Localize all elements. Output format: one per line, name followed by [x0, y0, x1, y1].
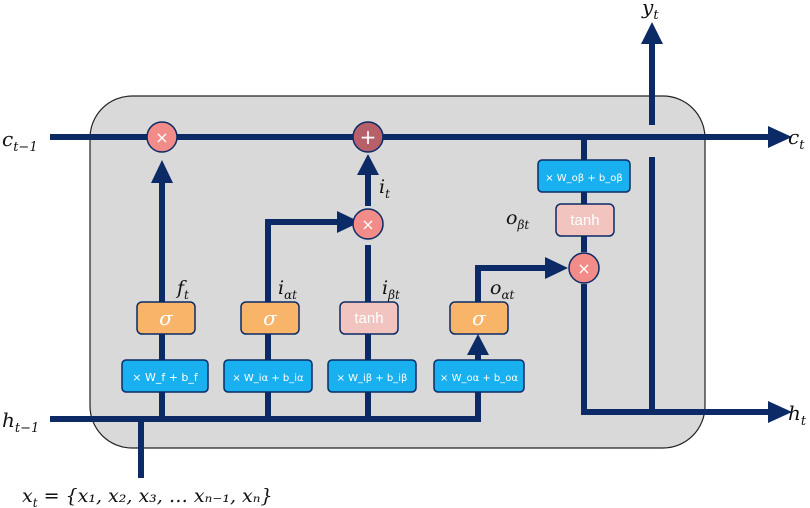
- sigma-input-symbol: σ: [263, 306, 278, 330]
- weight-input-beta-label: × W_iβ + b_iβ: [337, 373, 408, 384]
- c-out-arrowhead: [768, 126, 792, 148]
- weight-forget: × W_f + b_f: [121, 359, 209, 393]
- h-prev-label: ht−1: [2, 408, 39, 436]
- weight-input-alpha: × W_iα + b_iα: [223, 359, 313, 393]
- f-t-label: ft: [175, 277, 189, 302]
- multiply-icon: ×: [155, 128, 168, 147]
- c-prev-label: ct−1: [2, 127, 38, 155]
- x-input-label: xt = {x₁, x₂, x₃, … xₙ₋₁, xₙ}: [22, 485, 273, 508]
- sigma-forget-gate: σ: [136, 301, 196, 335]
- sigma-input-gate: σ: [240, 301, 300, 335]
- weight-forget-label: × W_f + b_f: [132, 371, 199, 384]
- i-beta-label: iβt: [382, 277, 400, 302]
- h-out-arrowhead: [768, 401, 792, 423]
- o-alpha-label: oαt: [490, 277, 515, 302]
- tanh-input-gate: tanh: [339, 301, 399, 335]
- weight-output-alpha-label: × W_oα + b_oα: [440, 373, 518, 384]
- plus-icon: +: [360, 125, 377, 149]
- weight-output-beta-label: × W_oβ + b_oβ: [545, 173, 623, 184]
- weight-input-alpha-label: × W_iα + b_iα: [232, 373, 304, 384]
- multiply-icon: ×: [577, 259, 590, 278]
- sigma-output-gate: σ: [449, 301, 509, 335]
- forget-multiply-node: ×: [146, 121, 178, 153]
- h-out-label: ht: [788, 401, 807, 429]
- c-out-label: ct: [788, 125, 805, 153]
- cell-add-node: +: [352, 121, 384, 153]
- weight-input-beta: × W_iβ + b_iβ: [327, 359, 417, 393]
- i-t-label: it: [379, 176, 390, 201]
- y-out-label: yt: [641, 0, 659, 23]
- y-out-arrowhead: [641, 22, 663, 44]
- output-multiply-node: ×: [568, 252, 600, 284]
- weight-output-beta: × W_oβ + b_oβ: [537, 159, 631, 193]
- tanh-input-label: tanh: [354, 310, 383, 327]
- multiply-icon: ×: [361, 215, 374, 234]
- input-multiply-node: ×: [352, 208, 384, 240]
- lstm-cell-body: [89, 95, 706, 449]
- weight-output-alpha: × W_oα + b_oα: [433, 359, 525, 393]
- i-alpha-label: iαt: [278, 277, 297, 302]
- tanh-output-label: tanh: [570, 212, 599, 229]
- sigma-output-symbol: σ: [472, 306, 487, 330]
- o-beta-label: oβt: [506, 207, 529, 232]
- sigma-forget-symbol: σ: [159, 306, 174, 330]
- tanh-output-gate: tanh: [555, 203, 615, 237]
